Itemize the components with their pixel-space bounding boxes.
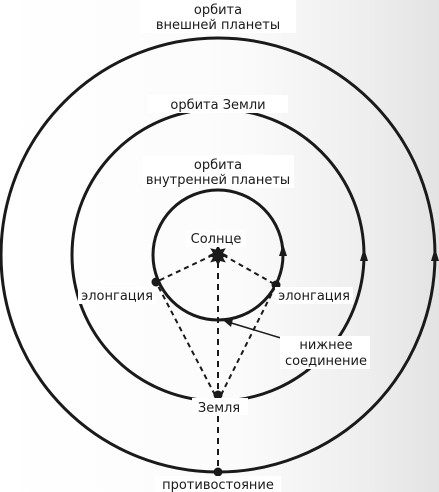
- inner-orbit-label-line1: орбита: [194, 158, 242, 173]
- earth-point: [213, 390, 223, 400]
- earth-to-right-elongation-line: [220, 284, 277, 396]
- sun-to-left-elongation-line: [155, 254, 214, 283]
- left-elongation-point: [151, 277, 161, 287]
- earth-to-left-elongation-line: [155, 281, 216, 396]
- left-elongation-label: элонгация: [81, 289, 153, 304]
- inferior-conjunction-label-line1: нижнее: [299, 338, 352, 353]
- sun-icon: [208, 245, 228, 266]
- right-elongation-label: элонгация: [278, 289, 350, 304]
- outer-orbit-arrow-icon: [431, 248, 439, 261]
- inferior-conjunction-label-line2: соединение: [285, 354, 367, 369]
- outer-orbit-label-line1: орбита: [194, 3, 242, 18]
- inner-orbit-label-line2: внутренней планеты: [146, 173, 290, 188]
- inferior-conjunction-pointer-arrow-icon: [224, 319, 233, 327]
- inner-orbit-arrow-icon: [279, 244, 287, 256]
- earth-label: Земля: [198, 401, 240, 416]
- sun-label: Солнце: [191, 232, 242, 247]
- opposition-label: противостояние: [162, 478, 274, 492]
- outer-orbit-label-line2: внешней планеты: [156, 18, 280, 33]
- opposition-point: [213, 467, 223, 477]
- sun-to-right-elongation-line: [222, 254, 277, 286]
- earth-orbit-label: орбита Земли: [170, 98, 265, 113]
- earth-orbit-arrow-icon: [360, 248, 368, 261]
